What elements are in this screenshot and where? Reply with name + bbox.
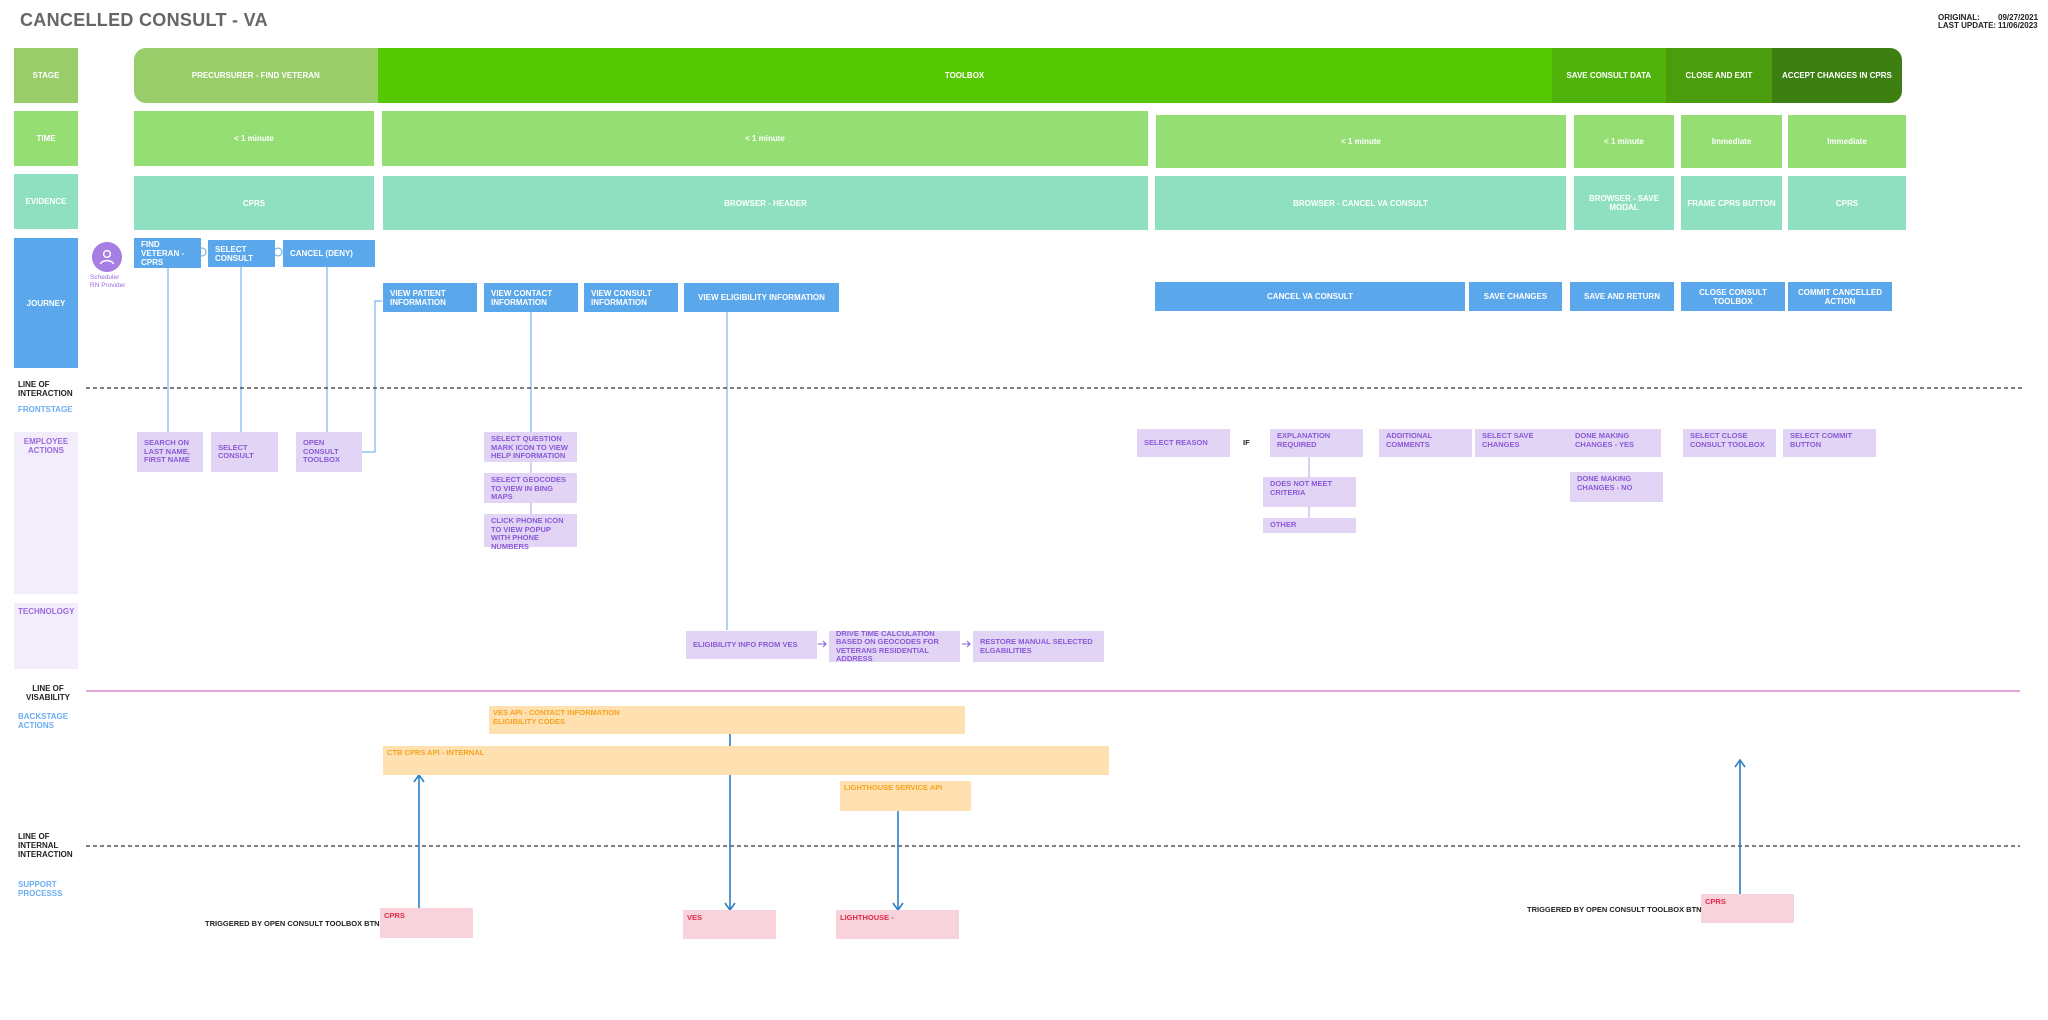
backstage-ves-api: VES API - CONTACT INFORMATION ELIGIBILIT…: [489, 706, 965, 734]
employee-actions-band: [14, 432, 78, 594]
backstage-ctb-cprs-api: CTB CPRS API - INTERNAL: [383, 746, 1109, 775]
line-of-internal-interaction-label: LINE OF INTERNAL INTERACTION: [18, 832, 73, 859]
original-date: 09/27/2021: [1998, 13, 2039, 22]
stage-bar: PRECURSURER - FIND VETERAN TOOLBOX SAVE …: [134, 48, 1902, 103]
action-select-reason: SELECT REASON: [1137, 429, 1230, 457]
support-process-label: SUPPORT PROCESSS: [18, 880, 63, 898]
journey-select-consult: SELECT CONSULT: [208, 240, 275, 267]
action-additional-comments: ADDITIONAL COMMENTS: [1379, 429, 1472, 457]
journey-view-eligibility-information: VIEW ELIGIBILITY INFORMATION: [684, 283, 839, 312]
backstage-lighthouse-service-api: LIGHTHOUSE SERVICE API: [840, 781, 971, 811]
stage-toolbox: TOOLBOX: [377, 48, 1552, 103]
action-does-not-meet-criteria: DOES NOT MEET CRITERIA: [1263, 477, 1356, 507]
journey-view-contact-information: VIEW CONTACT INFORMATION: [484, 283, 578, 312]
time-cell: < 1 minute: [1574, 115, 1674, 168]
journey-save-and-return: SAVE AND RETURN: [1570, 282, 1674, 311]
action-explanation-required: EXPLANATION REQUIRED: [1270, 429, 1363, 457]
journey-close-consult-toolbox: CLOSE CONSULT TOOLBOX: [1681, 282, 1785, 311]
time-cell: < 1 minute: [1156, 115, 1566, 168]
action-select-save-changes: SELECT SAVE CHANGES: [1475, 429, 1568, 457]
employee-actions-label: EMPLOYEE ACTIONS: [23, 437, 69, 455]
journey-view-patient-information: VIEW PATIENT INFORMATION: [383, 283, 477, 312]
user-icon: [92, 242, 122, 272]
time-cell: Immediate: [1681, 115, 1782, 168]
if-label: IF: [1243, 438, 1250, 447]
action-phone-popup: CLICK PHONE ICON TO VIEW POPUP WITH PHON…: [484, 514, 577, 550]
row-label-stage: STAGE: [14, 48, 78, 103]
action-select-consult: SELECT CONSULT: [211, 432, 278, 472]
journey-view-consult-information: VIEW CONSULT INFORMATION: [584, 283, 678, 312]
evidence-cell: FRAME CPRS BUTTON: [1681, 176, 1782, 230]
time-cell: < 1 minute: [382, 111, 1148, 166]
journey-find-veteran: FIND VETERAN - CPRS: [134, 238, 201, 268]
action-search-last-name: SEARCH ON LAST NAME, FIRST NAME: [137, 432, 203, 472]
original-label: ORIGINAL:: [1938, 13, 1980, 22]
page-title: CANCELLED CONSULT - VA: [20, 10, 268, 30]
backstage-ves-api-text: VES API - CONTACT INFORMATION ELIGIBILIT…: [493, 708, 620, 726]
technology-band: [14, 603, 78, 669]
journey-commit-cancelled-action: COMMIT CANCELLED ACTION: [1788, 282, 1892, 311]
action-other: OTHER: [1263, 518, 1356, 533]
line-of-interaction-label: LINE OF INTERACTION: [18, 380, 73, 398]
time-cell: Immediate: [1788, 115, 1906, 168]
action-select-commit-button: SELECT COMMIT BUTTON: [1783, 429, 1876, 457]
frontstage-label: FRONTSTAGE: [18, 405, 73, 414]
stage-save-consult-data: SAVE CONSULT DATA: [1551, 48, 1667, 103]
evidence-cell: BROWSER - SAVE MODAL: [1574, 176, 1674, 230]
action-open-consult-toolbox: OPEN CONSULT TOOLBOX: [296, 432, 362, 472]
tech-eligibility-info-ves: ELIGIBILITY INFO FROM VES: [686, 631, 817, 659]
last-update-date: 11/06/2023: [1998, 21, 2038, 30]
tech-restore-eligibilities: RESTORE MANUAL SELECTED ELGABILITIES: [973, 631, 1104, 662]
time-cell: < 1 minute: [134, 111, 374, 166]
persona-name: Scheduler RN Provider: [90, 274, 126, 289]
row-label-evidence: EVIDENCE: [14, 174, 78, 229]
line-of-visibility-label: LINE OF VISABILITY: [26, 684, 71, 702]
evidence-cell: BROWSER - HEADER: [383, 176, 1148, 230]
stage-accept-changes: ACCEPT CHANGES IN CPRS: [1771, 48, 1902, 103]
support-cprs: CPRS: [380, 908, 473, 938]
action-done-making-changes-no: DONE MAKING CHANGES - NO: [1570, 472, 1663, 502]
support-lighthouse: LIGHTHOUSE -: [836, 910, 959, 939]
stage-close-and-exit: CLOSE AND EXIT: [1666, 48, 1772, 103]
stage-precursor: PRECURSURER - FIND VETERAN: [134, 48, 378, 103]
journey-cancel-va-consult: CANCEL VA CONSULT: [1155, 282, 1465, 311]
trigger-note: TRIGGERED BY OPEN CONSULT TOOLBOX BTN: [1527, 905, 1702, 914]
row-label-time: TIME: [14, 111, 78, 166]
technology-label: TECHNOLOGY: [18, 607, 75, 616]
last-update-label: LAST UPDATE:: [1938, 21, 1997, 30]
action-geocodes-bing-maps: SELECT GEOCODES TO VIEW IN BING MAPS: [484, 473, 577, 503]
journey-save-changes: SAVE CHANGES: [1469, 282, 1562, 311]
action-help-information: SELECT QUESTION MARK ICON TO VIEW HELP I…: [484, 432, 577, 462]
backstage-actions-label: BACKSTAGE ACTIONS: [18, 712, 69, 730]
evidence-cell: CPRS: [134, 176, 374, 230]
tech-drive-time-calculation: DRIVE TIME CALCULATION BASED ON GEOCODES…: [829, 629, 960, 663]
action-done-making-changes-yes: DONE MAKING CHANGES - YES: [1568, 429, 1661, 457]
action-select-close-consult-toolbox: SELECT CLOSE CONSULT TOOLBOX: [1683, 429, 1776, 457]
trigger-note: TRIGGERED BY OPEN CONSULT TOOLBOX BTN: [205, 919, 380, 928]
evidence-cell: BROWSER - CANCEL VA CONSULT: [1155, 176, 1566, 230]
row-label-journey: JOURNEY: [14, 238, 78, 368]
journey-cancel-deny: CANCEL (DENY): [283, 240, 375, 267]
support-ves: VES: [683, 910, 776, 939]
evidence-cell: CPRS: [1788, 176, 1906, 230]
support-cprs-2: CPRS: [1701, 894, 1794, 923]
